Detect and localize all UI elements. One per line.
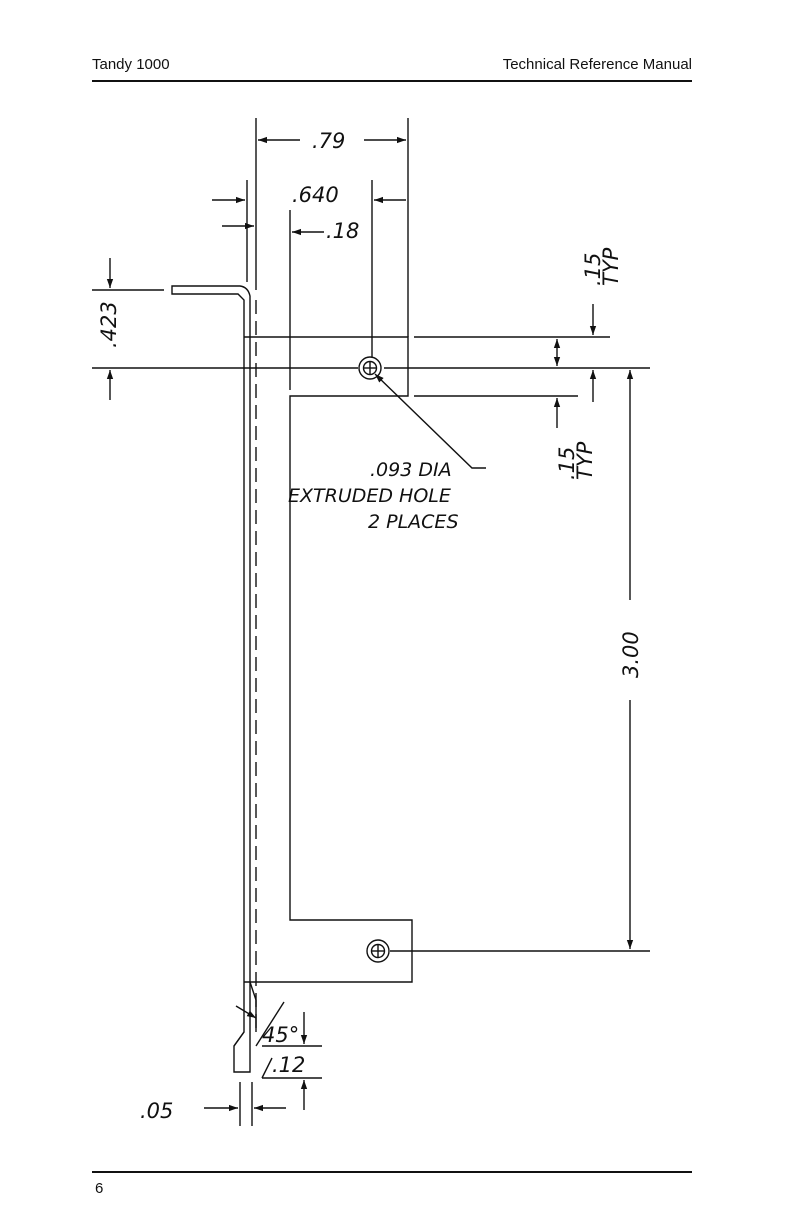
footer-rule (92, 1171, 692, 1173)
dim-width-overall: .79 (312, 129, 345, 153)
dim-bend-angle: 45° (262, 1023, 299, 1047)
front-plate-outline (244, 337, 412, 982)
dim-flange-height: .423 (97, 301, 121, 348)
dim-hole-spacing: 3.00 (619, 631, 643, 678)
dim-hole-margin-typ: TYP (573, 441, 597, 480)
page-number: 6 (95, 1180, 103, 1197)
bracket-outline (172, 286, 250, 1072)
hole-note-type: EXTRUDED HOLE (288, 485, 451, 507)
dim-hole-offset-a: .640 (292, 183, 339, 207)
dim-hole-offset-b: .18 (326, 219, 359, 243)
dim-thickness: .05 (140, 1099, 173, 1123)
hole-bottom (367, 940, 389, 962)
hole-note-size: .093 DIA (370, 459, 452, 481)
hole-note-count: 2 PLACES (368, 511, 459, 533)
dim-top-margin-typ: TYP (599, 247, 623, 286)
bend-detail (234, 982, 256, 1046)
dim-bend-offset: .12 (272, 1053, 305, 1077)
